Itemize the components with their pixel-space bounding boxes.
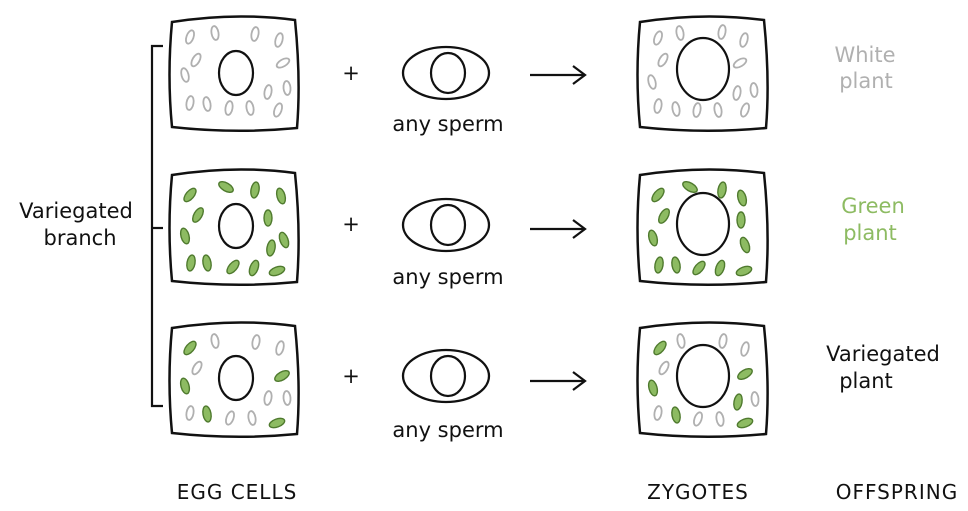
branch-bracket [152,46,163,406]
sperm-cell [403,199,489,251]
egg-cell-white [170,16,299,130]
egg-cell-green [170,169,299,284]
sperm-cell [403,47,489,99]
arrow [530,372,585,390]
sperm-label: any sperm [392,265,503,289]
plus-sign: + [342,212,360,236]
plus-sign: + [342,364,360,388]
sperm-label: any sperm [392,418,503,442]
arrow [530,66,585,84]
zygote-variegated [638,322,768,436]
outcome-label-line1: Green [841,194,905,218]
sperm-cell [403,350,489,402]
zygote-green [638,169,768,284]
column-label-egg-cells: EGG CELLS [177,480,298,504]
arrow [530,220,585,238]
zygote-white [638,16,768,130]
egg-cell-variegated [170,322,299,436]
row-variegated: + any sperm [170,322,940,442]
outcome-label-line1: White [834,43,895,67]
outcome-label-line2: plant [839,69,893,93]
plus-sign: + [342,61,360,85]
branch-label-line1: Variegated [19,199,133,223]
row-white: + any sperm [170,16,896,136]
outcome-label-line2: plant [839,369,893,393]
outcome-label-line2: plant [843,221,897,245]
branch-label-line2: branch [44,226,117,250]
column-label-offspring: OFFSPRING [836,480,958,504]
sperm-label: any sperm [392,112,503,136]
row-green: + any sperm [170,169,905,289]
outcome-label-line1: Variegated [826,342,940,366]
column-label-zygotes: ZYGOTES [647,480,749,504]
